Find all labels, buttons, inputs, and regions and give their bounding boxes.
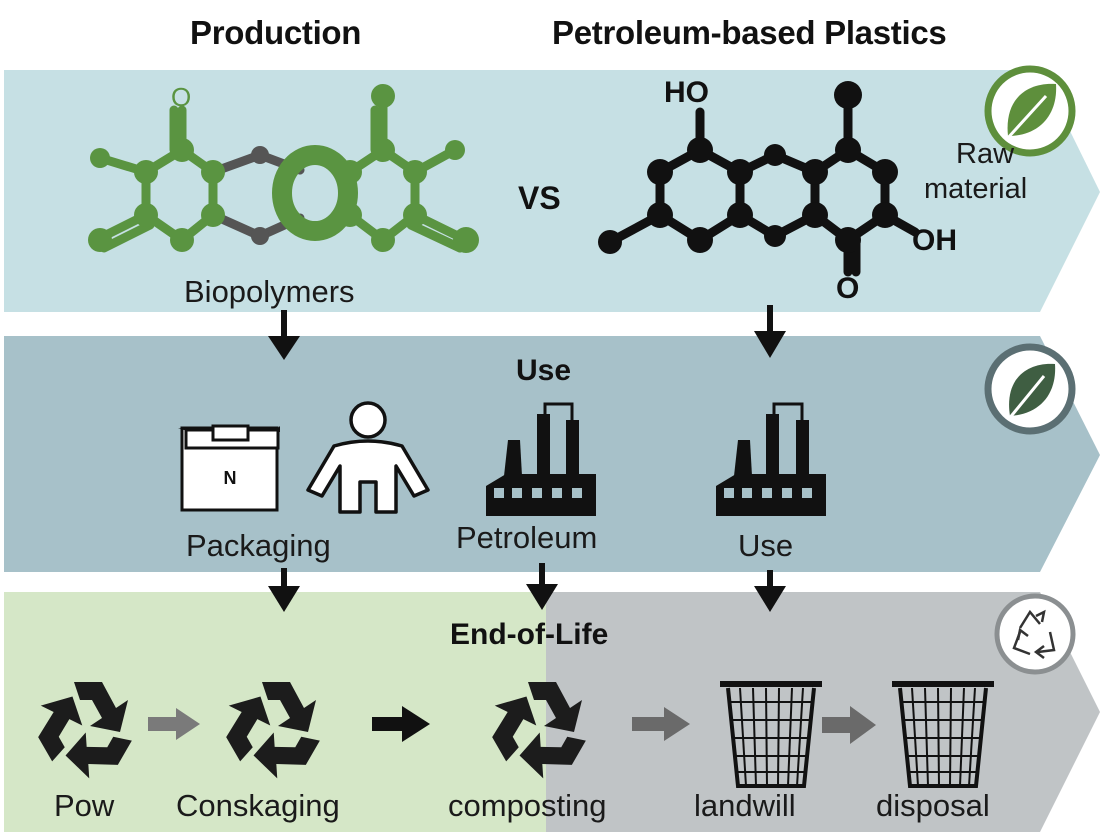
- use-label: Use: [738, 528, 794, 563]
- band-production: [4, 70, 1100, 312]
- box-icon: [178, 424, 280, 512]
- disposal-label: disposal: [876, 788, 990, 823]
- end-of-life-title: End-of-Life: [450, 618, 609, 651]
- atom-label-oh: OH: [912, 224, 957, 257]
- packaging-label: Packaging: [186, 528, 331, 563]
- conskaging-label: Conskaging: [176, 788, 340, 823]
- factory-icon: [486, 402, 596, 516]
- person-icon: [306, 401, 430, 514]
- raw-label-line2: material: [924, 173, 1028, 205]
- biopolymers-label: Biopolymers: [184, 274, 355, 309]
- pow-label: Pow: [54, 788, 115, 823]
- landwill-label: landwill: [694, 788, 796, 823]
- trash-bin-icon: [720, 681, 822, 788]
- recycle-icon: [213, 682, 320, 788]
- arrow-icon: [632, 707, 690, 741]
- box-letter: N: [224, 468, 237, 488]
- raw-label-line1: Raw: [956, 138, 1015, 170]
- atom-label-ho: HO: [664, 76, 709, 109]
- composting-label: composting: [448, 788, 607, 823]
- band-eol-green: [4, 592, 550, 832]
- recycle-icon: [25, 682, 132, 788]
- leaf-icon: [984, 65, 1076, 157]
- factory-icon: [716, 402, 826, 516]
- arrow-icon: [372, 706, 430, 742]
- atom-label-o: O: [836, 272, 860, 305]
- arrow-icon: [268, 305, 786, 612]
- atom-label-oxygen: O: [171, 82, 192, 112]
- leaf-icon: [984, 343, 1076, 435]
- petroleum-label: Petroleum: [456, 520, 598, 555]
- petroleum-molecule-icon: [598, 81, 920, 277]
- arrow-icon: [822, 706, 876, 744]
- recycle-icon: [479, 682, 586, 788]
- biopolymer-molecule-icon: [88, 84, 479, 253]
- trash-bin-icon: [892, 681, 994, 788]
- vs-label: VS: [518, 180, 561, 216]
- header-petroleum-plastics: Petroleum-based Plastics: [552, 14, 947, 51]
- recycle-icon: [994, 593, 1076, 675]
- arrow-icon: [148, 708, 200, 740]
- header-production: Production: [190, 14, 362, 51]
- use-title: Use: [516, 354, 572, 387]
